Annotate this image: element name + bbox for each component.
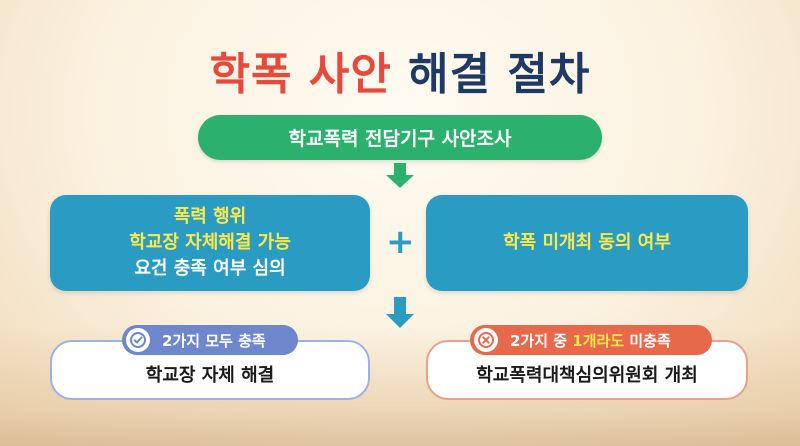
page-title: 학폭 사안 해결 절차 [0, 38, 800, 102]
criteria-line-2: 학교장 자체해결 가능 [129, 232, 291, 253]
x-badge-icon [474, 328, 498, 352]
step-investigation: 학교폭력 전담기구 사안조사 [198, 115, 602, 160]
criteria-line-1: 폭력 행위 [173, 206, 247, 227]
outcome-committee-label: 학교폭력대책심의위원회 개최 [476, 365, 698, 386]
tag-not-met: 2가지 중 1개라도 미충족 [470, 325, 712, 355]
down-arrow-icon [386, 163, 414, 188]
criteria-line-3: 요건 충족 여부 심의 [134, 258, 286, 279]
check-badge-icon [126, 328, 150, 352]
outcome-self-resolution-label: 학교장 자체 해결 [145, 365, 275, 386]
title-part1: 학폭 사안 [209, 49, 392, 100]
tag-not-met-suffix: 미충족 [624, 331, 671, 350]
tag-not-met-highlight: 1개라도 [572, 331, 625, 350]
criteria-consent-box: 학폭 미개최 동의 여부 [426, 195, 748, 291]
tag-both-met-label: 2가지 모두 충족 [162, 331, 266, 350]
title-part2: 해결 절차 [408, 49, 591, 100]
criteria-consent-label: 학폭 미개최 동의 여부 [503, 232, 671, 253]
down-arrow-icon [386, 297, 414, 328]
plus-sign: + [386, 222, 415, 262]
step-investigation-label: 학교폭력 전담기구 사안조사 [288, 128, 512, 150]
criteria-violence-box: 폭력 행위 학교장 자체해결 가능 요건 충족 여부 심의 [50, 195, 370, 291]
tag-both-met: 2가지 모두 충족 [122, 325, 298, 355]
tag-not-met-prefix: 2가지 중 [510, 331, 573, 350]
